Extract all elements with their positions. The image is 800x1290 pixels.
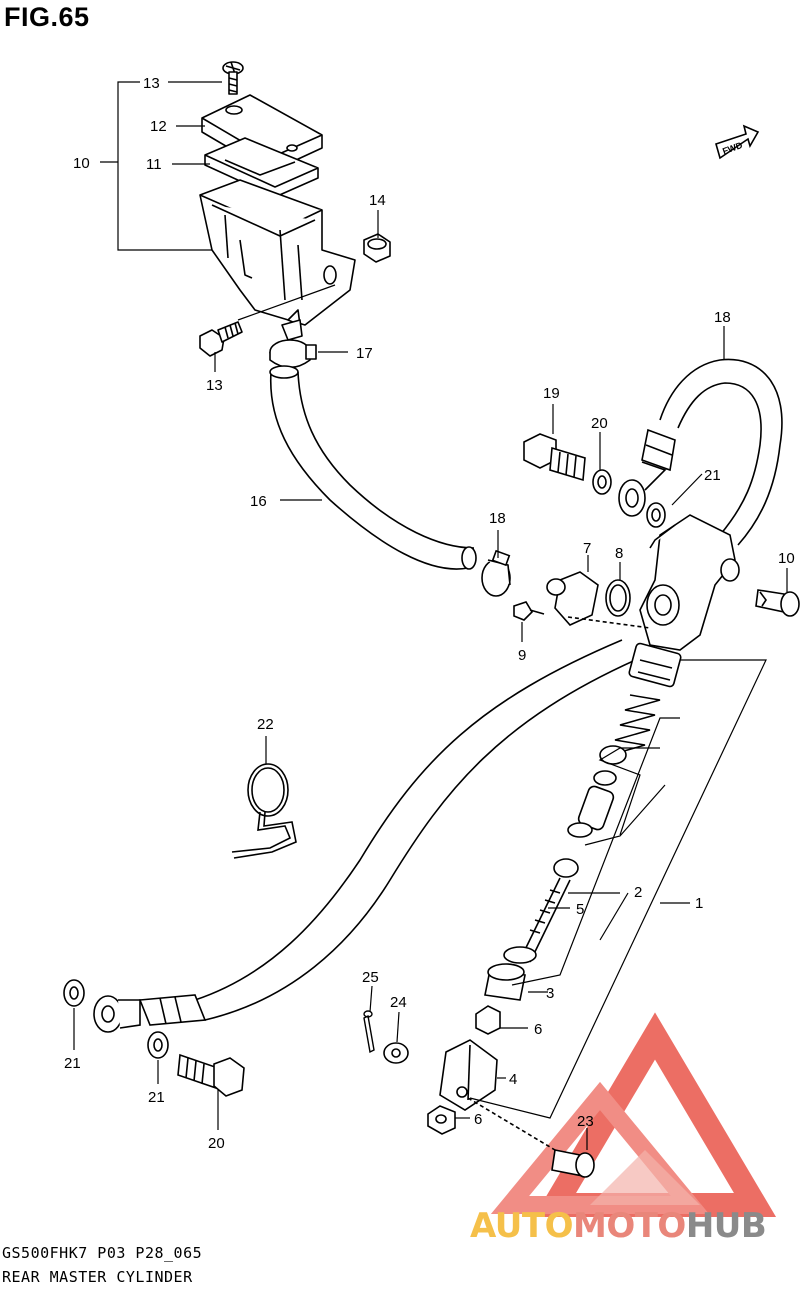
callout-10: 10 bbox=[778, 550, 795, 567]
callout-11: 10 bbox=[73, 155, 90, 172]
brand-moto: MOTO bbox=[572, 1206, 686, 1246]
piston-cup-set-icon bbox=[484, 745, 627, 1001]
clevis-assembly-icon bbox=[427, 1005, 501, 1135]
return-spring-icon bbox=[609, 694, 661, 756]
union-bolt-lower-icon bbox=[63, 979, 245, 1097]
forward-direction-arrow: FWD bbox=[715, 124, 760, 160]
watermark-brand-text: AUTOMOTOHUB bbox=[470, 1206, 767, 1246]
brand-hub: HUB bbox=[685, 1206, 767, 1246]
reservoir-assembly bbox=[199, 61, 391, 369]
callout-4: 4 bbox=[509, 1071, 517, 1088]
callout-20-top: 19 bbox=[543, 385, 560, 402]
cotter-pin-25-icon bbox=[363, 1010, 375, 1054]
callout-18-top: 17 bbox=[356, 345, 373, 362]
hose-clip-22-icon bbox=[231, 763, 297, 859]
callout-9: 9 bbox=[518, 647, 526, 664]
callout-6-top: 6 bbox=[534, 1021, 542, 1038]
callout-3: 3 bbox=[546, 985, 554, 1002]
clevis-pin-23-icon bbox=[467, 1097, 595, 1178]
callout-8: 8 bbox=[615, 545, 623, 562]
brand-auto: AUTO bbox=[470, 1206, 573, 1246]
callout-14: 13 bbox=[143, 75, 160, 92]
callout-20-lower: 20 bbox=[208, 1135, 225, 1152]
reservoir-nozzle-icon bbox=[281, 319, 303, 341]
figure-title: FIG.65 bbox=[4, 2, 90, 32]
callout-12: 11 bbox=[146, 156, 162, 173]
callout-21-c: 21 bbox=[64, 1055, 81, 1072]
callout-19: 18 bbox=[714, 309, 731, 326]
callout-5: 5 bbox=[576, 901, 584, 918]
callout-17: 16 bbox=[250, 493, 267, 510]
callout-7: 7 bbox=[583, 540, 591, 557]
washer-24-icon bbox=[383, 1042, 409, 1064]
callout-13: 12 bbox=[150, 118, 167, 135]
mounting-bolt-10-icon bbox=[755, 589, 800, 617]
callout-15: 13 bbox=[206, 377, 223, 394]
callout-23: 23 bbox=[577, 1113, 594, 1130]
reservoir-hose-17 bbox=[269, 365, 477, 570]
callout-2: 2 bbox=[634, 884, 642, 901]
brake-hose-19 bbox=[618, 358, 783, 546]
leader-lines bbox=[73, 81, 788, 1150]
watermark-logo-icon bbox=[490, 1012, 777, 1217]
callout-21-d: 21 bbox=[148, 1089, 165, 1106]
callout-25: 25 bbox=[362, 969, 379, 986]
bolt-15-icon bbox=[199, 321, 243, 357]
grommet-16-icon bbox=[363, 233, 391, 263]
master-cylinder-body-icon bbox=[628, 514, 740, 688]
callout-1: 1 bbox=[695, 895, 703, 912]
assembly-name: REAR MASTER CYLINDER bbox=[2, 1268, 193, 1286]
inlet-connector-icon bbox=[513, 571, 651, 629]
callout-22: 22 bbox=[257, 716, 274, 733]
screw-14-icon bbox=[222, 61, 244, 95]
callout-21-b: 21 bbox=[704, 467, 721, 484]
diaphragm-icon bbox=[204, 137, 319, 198]
model-code: GS500FHK7 P03 P28_065 bbox=[2, 1244, 203, 1262]
hose-clamp-18-top-icon bbox=[269, 339, 317, 369]
callout-6-lower: 6 bbox=[474, 1111, 482, 1128]
hose-clamp-18-lower-icon bbox=[481, 549, 511, 597]
callout-24: 24 bbox=[390, 994, 407, 1011]
callout-18-lower: 18 bbox=[489, 510, 506, 527]
callout-labels: 13 12 11 10 14 13 17 16 18 19 20 21 18 7… bbox=[64, 75, 795, 1152]
brake-hose-main bbox=[93, 639, 641, 1033]
callout-21-a: 20 bbox=[591, 415, 608, 432]
callout-16: 14 bbox=[369, 192, 386, 209]
union-bolt-top-icon bbox=[523, 433, 666, 528]
reservoir-body-icon bbox=[199, 179, 356, 326]
